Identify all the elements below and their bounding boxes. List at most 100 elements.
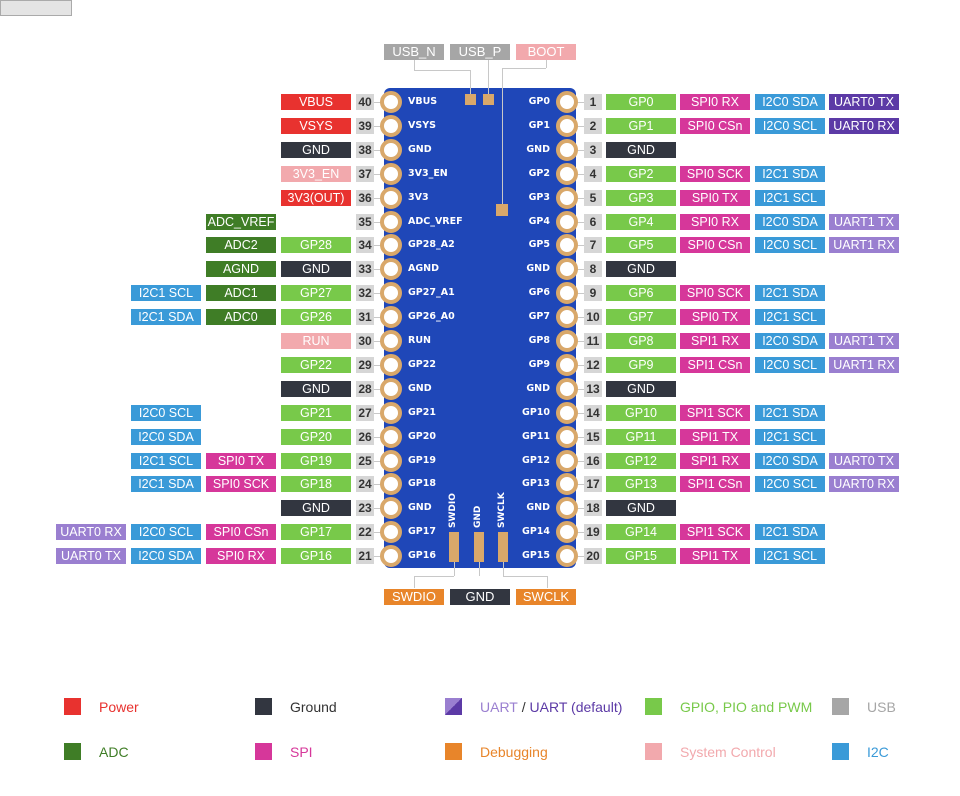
pin-pad-27 <box>380 401 402 424</box>
pin-pad-32 <box>380 282 402 305</box>
pin-number-2: 2 <box>584 117 602 134</box>
pin-20-tag-spi1-tx: SPI1 TX <box>680 548 750 565</box>
pin-number-24: 24 <box>356 476 374 493</box>
legend-item-debug: Debugging <box>445 743 548 760</box>
pin-number-23: 23 <box>356 500 374 517</box>
legend-label-spi: SPI <box>290 743 313 760</box>
pin-pad-30 <box>380 330 402 352</box>
board-label-2: GP1 <box>528 119 550 131</box>
pin-16-tag-gp12: GP12 <box>606 452 676 469</box>
legend-label-ground: Ground <box>290 698 337 715</box>
boot-line <box>546 60 547 68</box>
pin-21-tag-uart0-tx: UART0 TX <box>56 548 126 565</box>
pin-36-tag-3v3-out-: 3V3(OUT) <box>281 189 351 206</box>
legend-label-separator: / <box>517 698 530 715</box>
pin-number-11: 11 <box>584 333 602 349</box>
pin-13-tag-gnd: GND <box>606 380 676 397</box>
pin-19-tag-gp14: GP14 <box>606 524 676 541</box>
pin-33-tag-agnd: AGND <box>206 261 276 278</box>
pcb-board <box>384 88 576 568</box>
pin-pad-7 <box>556 234 578 257</box>
pin-33-tag-gnd: GND <box>281 261 351 278</box>
pin-17-tag-gp13: GP13 <box>606 476 676 493</box>
pin-number-38: 38 <box>356 141 374 158</box>
board-label-15: GP11 <box>522 430 550 442</box>
pin-number-33: 33 <box>356 261 374 278</box>
pin-30-tag-run: RUN <box>281 333 351 349</box>
pin-34-tag-adc2: ADC2 <box>206 237 276 254</box>
board-label-6: GP4 <box>528 215 550 227</box>
board-label-35: ADC_VREF <box>408 215 463 227</box>
pin-11-tag-i2c0-sda: I2C0 SDA <box>755 333 825 349</box>
pin-number-1: 1 <box>584 94 602 110</box>
board-label-19: GP14 <box>522 526 550 538</box>
pin-number-3: 3 <box>584 141 602 158</box>
pin-number-27: 27 <box>356 404 374 421</box>
pin-22-tag-i2c0-scl: I2C0 SCL <box>131 524 201 541</box>
boot-hline <box>502 68 546 69</box>
pin-pad-12 <box>556 353 578 376</box>
debug-line <box>454 562 455 576</box>
board-label-33: AGND <box>408 263 439 275</box>
legend-item-gpio: GPIO, PIO and PWM <box>645 698 812 715</box>
usb-n-hline <box>414 70 470 71</box>
pin-7-tag-uart1-rx: UART1 RX <box>829 237 899 254</box>
board-label-21: GP16 <box>408 550 436 562</box>
legend-swatch-power <box>64 698 81 715</box>
board-debug-label-swdio: SWDIO <box>448 493 458 528</box>
pin-pad-1 <box>556 91 578 113</box>
pin-number-34: 34 <box>356 237 374 254</box>
pin-8-tag-gnd: GND <box>606 261 676 278</box>
pin-1-tag-uart0-tx: UART0 TX <box>829 94 899 110</box>
legend-label-usb: USB <box>867 698 896 715</box>
pin-25-tag-spi0-tx: SPI0 TX <box>206 452 276 469</box>
pin-26-tag-i2c0-sda: I2C0 SDA <box>131 428 201 445</box>
swclk-vline <box>547 576 548 588</box>
legend-item-spi: SPI <box>255 743 313 760</box>
pin-pad-3 <box>556 138 578 161</box>
pin-pad-39 <box>380 114 402 137</box>
pin-9-tag-gp6: GP6 <box>606 285 676 302</box>
boot-pad <box>496 204 508 216</box>
bottom-label-swdio: SWDIO <box>384 589 444 605</box>
pin-number-36: 36 <box>356 189 374 206</box>
pin-number-21: 21 <box>356 548 374 565</box>
pin-23-tag-gnd: GND <box>281 500 351 517</box>
pin-number-35: 35 <box>356 213 374 230</box>
pin-number-26: 26 <box>356 428 374 445</box>
board-label-31: GP26_A0 <box>408 311 455 323</box>
pin-pad-22 <box>380 521 402 544</box>
board-debug-label-gnd: GND <box>473 505 483 528</box>
pin-19-tag-i2c1-sda: I2C1 SDA <box>755 524 825 541</box>
pin-pad-9 <box>556 282 578 305</box>
usb-p-line <box>488 60 489 94</box>
pin-7-tag-i2c0-scl: I2C0 SCL <box>755 237 825 254</box>
pin-number-32: 32 <box>356 285 374 302</box>
pin-1-tag-gp0: GP0 <box>606 94 676 110</box>
pin-4-tag-spi0-sck: SPI0 SCK <box>680 165 750 182</box>
legend-item-uart_split: UART / UART (default) <box>445 698 622 715</box>
legend-swatch-adc <box>64 743 81 760</box>
pin-10-tag-gp7: GP7 <box>606 309 676 326</box>
pin-pad-26 <box>380 425 402 448</box>
top-label-usb_p: USB_P <box>450 44 510 60</box>
pin-pad-38 <box>380 138 402 161</box>
legend-swatch-i2c <box>832 743 849 760</box>
board-label-39: VSYS <box>408 119 436 131</box>
pin-number-10: 10 <box>584 309 602 326</box>
pin-number-8: 8 <box>584 261 602 278</box>
board-label-32: GP27_A1 <box>408 287 455 299</box>
board-label-14: GP10 <box>522 406 550 418</box>
board-label-38: GND <box>408 143 432 155</box>
pin-pad-23 <box>380 497 402 520</box>
board-label-27: GP21 <box>408 406 436 418</box>
pin-6-tag-gp4: GP4 <box>606 213 676 230</box>
pin-pad-14 <box>556 401 578 424</box>
pin-14-tag-gp10: GP10 <box>606 404 676 421</box>
pin-32-tag-adc1: ADC1 <box>206 285 276 302</box>
pin-pad-19 <box>556 521 578 544</box>
pin-40-tag-vbus: VBUS <box>281 94 351 110</box>
legend-swatch-usb <box>832 698 849 715</box>
pin-4-tag-i2c1-sda: I2C1 SDA <box>755 165 825 182</box>
